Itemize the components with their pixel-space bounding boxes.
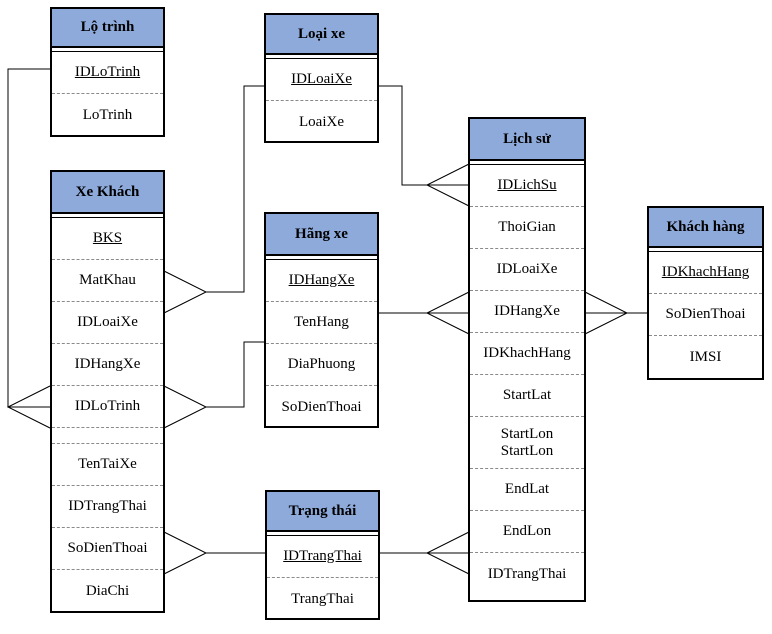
- field-startlat: StartLat: [470, 375, 584, 417]
- entity-title: Trạng thái: [267, 492, 378, 532]
- field-idlotrinh: IDLoTrinh: [52, 386, 163, 428]
- divider: [52, 214, 163, 218]
- field-startlon-line1: StartLon: [500, 425, 554, 442]
- entity-lo-trinh: Lộ trình IDLoTrinh LoTrinh: [50, 7, 165, 137]
- crowfoot-hangxe-lichsu: [425, 291, 470, 335]
- relation-loaixe-xekhach: [206, 85, 265, 293]
- field-sodienthoai: SoDienThoai: [649, 294, 762, 336]
- crowfoot-loaixe-lichsu: [425, 163, 470, 207]
- field-tentaixe: TenTaiXe: [52, 444, 163, 486]
- field-idhangxe: IDHangXe: [52, 344, 163, 386]
- entity-loai-xe: Loại xe IDLoaiXe LoaiXe: [264, 13, 379, 143]
- field-startlon-line2: StartLon: [500, 442, 554, 459]
- field-bks: BKS: [52, 218, 163, 260]
- field-idlotrinh: IDLoTrinh: [52, 52, 163, 94]
- field-tenhang: TenHang: [266, 302, 377, 344]
- entity-lich-su: Lịch sử IDLichSu ThoiGian IDLoaiXe IDHan…: [468, 117, 586, 602]
- field-thoigian: ThoiGian: [470, 207, 584, 249]
- field-sodienthoai: SoDienThoai: [52, 528, 163, 570]
- divider: [266, 55, 377, 59]
- field-trangthai: TrangThai: [291, 590, 354, 607]
- entity-title: Hãng xe: [266, 214, 377, 256]
- relation-hangxe-xekhach: [206, 341, 265, 408]
- entity-title: Khách hàng: [649, 208, 762, 248]
- field-endlat: EndLat: [470, 469, 584, 511]
- entity-title: Xe Khách: [52, 172, 163, 214]
- entity-title: Loại xe: [266, 15, 377, 55]
- relation-lotrinh-xekhach: [7, 68, 52, 408]
- field-idlichsu: IDLichSu: [470, 165, 584, 207]
- crowfoot-lotrinh: [6, 385, 51, 429]
- field-idkhachhang: IDKhachHang: [470, 333, 584, 375]
- field-idloaixe: IDLoaiXe: [266, 59, 377, 101]
- entity-trang-thai: Trạng thái IDTrangThai TrangThai: [265, 490, 380, 620]
- field-sodienthoai: SoDienThoai: [281, 398, 362, 415]
- entity-khach-hang: Khách hàng IDKhachHang SoDienThoai IMSI: [647, 206, 764, 380]
- crowfoot-trangthai-lichsu: [425, 531, 470, 575]
- crowfoot-hangxe-xekhach: [163, 385, 208, 429]
- entity-title: Lịch sử: [470, 119, 584, 161]
- field-idloaixe: IDLoaiXe: [470, 249, 584, 291]
- field-idhangxe: IDHangXe: [266, 260, 377, 302]
- field-idtrangthai: IDTrangThai: [267, 536, 378, 578]
- divider: [52, 48, 163, 52]
- field-matkhau: MatKhau: [52, 260, 163, 302]
- field-idkhachhang: IDKhachHang: [649, 252, 762, 294]
- divider: [470, 161, 584, 165]
- field-diachi: DiaChi: [85, 582, 130, 599]
- divider: [267, 532, 378, 536]
- relation-loaixe-lichsu: [378, 85, 469, 186]
- divider: [266, 256, 377, 260]
- entity-hang-xe: Hãng xe IDHangXe TenHang DiaPhuong SoDie…: [264, 212, 379, 428]
- crowfoot-khachhang-lichsu: [584, 291, 629, 335]
- entity-xe-khach: Xe Khách BKS MatKhau IDLoaiXe IDHangXe I…: [50, 170, 165, 613]
- field-endlon: EndLon: [470, 511, 584, 553]
- field-idloaixe: IDLoaiXe: [52, 302, 163, 344]
- entity-title: Lộ trình: [52, 9, 163, 48]
- field-idtrangthai: IDTrangThai: [52, 486, 163, 528]
- divider: [649, 248, 762, 252]
- crowfoot-trangthai-xekhach: [163, 531, 208, 575]
- field-diaphuong: DiaPhuong: [266, 344, 377, 386]
- field-empty: [52, 428, 163, 444]
- field-loaixe: LoaiXe: [299, 113, 344, 130]
- field-startlon: StartLon StartLon: [470, 417, 584, 469]
- field-idhangxe: IDHangXe: [470, 291, 584, 333]
- field-imsi: IMSI: [689, 348, 722, 365]
- field-idtrangthai: IDTrangThai: [487, 565, 567, 582]
- field-lotrinh: LoTrinh: [82, 106, 133, 123]
- crowfoot-loaixe-xekhach: [163, 270, 208, 314]
